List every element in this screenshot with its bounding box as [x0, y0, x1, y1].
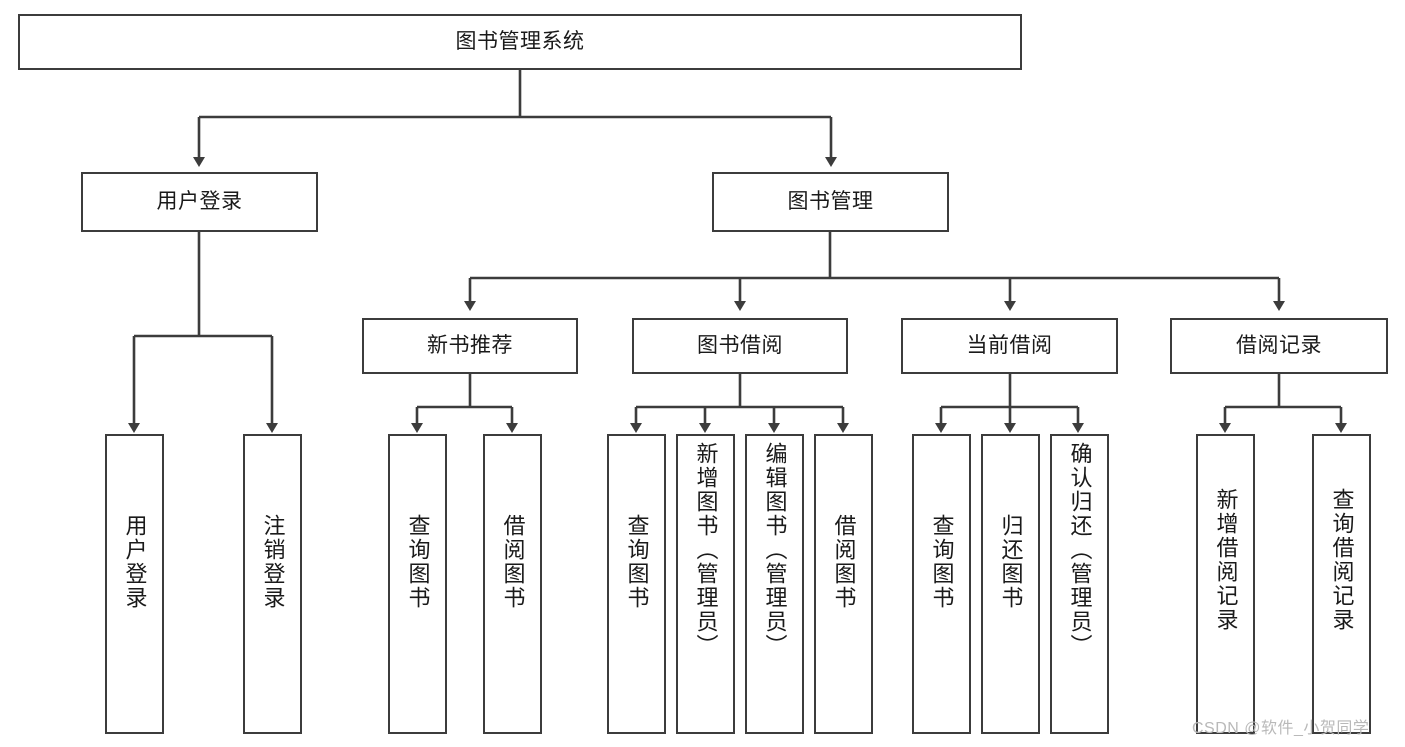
node-label: 查询图书: [624, 514, 650, 610]
node-current-borrow[interactable]: 当前借阅: [901, 318, 1118, 374]
leaf-book-borrow-borrow-book[interactable]: 借阅图书: [814, 434, 873, 734]
leaf-book-borrow-edit-book-admin[interactable]: 编辑图书（管理员）: [745, 434, 804, 734]
node-label: 图书借阅: [697, 333, 783, 357]
node-label: 借阅记录: [1236, 333, 1322, 357]
node-label: 查询借阅记录: [1329, 488, 1355, 632]
node-label: 用户登录: [122, 514, 148, 610]
node-label: 借阅图书: [500, 514, 526, 610]
node-book-management[interactable]: 图书管理: [712, 172, 949, 232]
node-label: 新增图书（管理员）: [693, 442, 719, 658]
node-label: 用户登录: [156, 189, 243, 213]
node-label: 图书管理: [787, 189, 874, 213]
node-label: 查询图书: [929, 514, 955, 610]
node-borrow-record[interactable]: 借阅记录: [1170, 318, 1388, 374]
node-user-login[interactable]: 用户登录: [81, 172, 318, 232]
node-label: 注销登录: [260, 514, 286, 610]
node-label: 当前借阅: [966, 333, 1053, 357]
leaf-book-borrow-add-book-admin[interactable]: 新增图书（管理员）: [676, 434, 735, 734]
leaf-current-borrow-return-book[interactable]: 归还图书: [981, 434, 1040, 734]
node-label: 编辑图书（管理员）: [762, 442, 788, 658]
node-root-book-management-system[interactable]: 图书管理系统: [18, 14, 1022, 70]
leaf-current-borrow-query-book[interactable]: 查询图书: [912, 434, 971, 734]
watermark-text: CSDN @软件_小贺同学: [1192, 720, 1370, 737]
leaf-borrow-record-add-record[interactable]: 新增借阅记录: [1196, 434, 1255, 734]
leaf-user-login-login[interactable]: 用户登录: [105, 434, 164, 734]
node-label: 确认归还（管理员）: [1067, 442, 1093, 658]
node-new-book-recommend[interactable]: 新书推荐: [362, 318, 578, 374]
node-label: 图书管理系统: [455, 29, 585, 53]
node-label: 归还图书: [998, 514, 1024, 610]
leaf-borrow-record-query-record[interactable]: 查询借阅记录: [1312, 434, 1371, 734]
leaf-current-borrow-confirm-return-admin[interactable]: 确认归还（管理员）: [1050, 434, 1109, 734]
leaf-user-login-logout[interactable]: 注销登录: [243, 434, 302, 734]
node-label: 查询图书: [405, 514, 431, 610]
leaf-new-book-query-book[interactable]: 查询图书: [388, 434, 447, 734]
node-label: 新书推荐: [427, 333, 513, 357]
node-label: 借阅图书: [831, 514, 857, 610]
node-book-borrow[interactable]: 图书借阅: [632, 318, 848, 374]
leaf-new-book-borrow-book[interactable]: 借阅图书: [483, 434, 542, 734]
leaf-book-borrow-query-book[interactable]: 查询图书: [607, 434, 666, 734]
node-label: 新增借阅记录: [1213, 488, 1239, 632]
